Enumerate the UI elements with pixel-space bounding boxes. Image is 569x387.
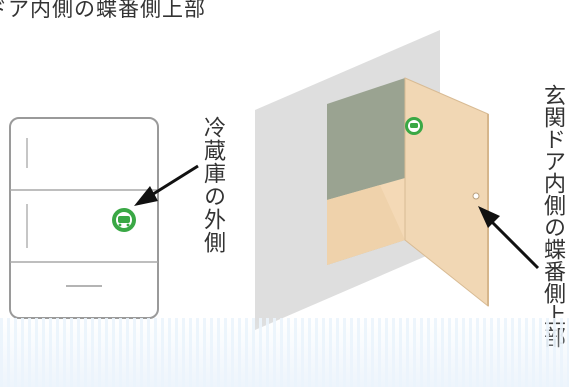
door-opening-floor-shade — [327, 185, 405, 265]
door-label: 玄関ドア内側の蝶番側上部 — [540, 84, 565, 348]
door-arrowhead-icon — [478, 206, 500, 228]
fridge-label: 冷蔵庫の外側 — [200, 116, 225, 254]
door-badge-icon — [405, 117, 423, 135]
door-arrow — [478, 206, 540, 270]
fridge-arrow — [134, 164, 199, 206]
top-caption: ドア内側の蝶番側上部 — [0, 0, 206, 21]
door-panel — [404, 77, 489, 308]
door-knob-icon — [472, 192, 480, 200]
refrigerator — [9, 117, 159, 319]
refrigerator-badge-icon — [112, 208, 136, 232]
fridge-arrowhead-icon — [134, 186, 158, 206]
